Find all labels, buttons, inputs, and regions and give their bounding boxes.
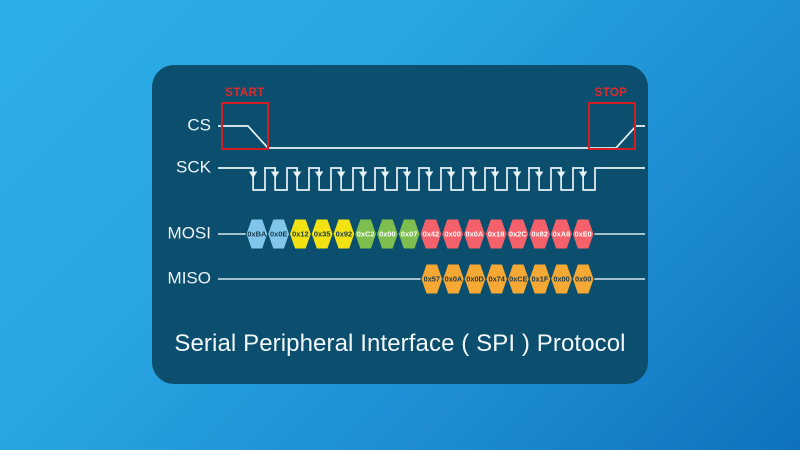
page-title: Serial Peripheral Interface ( SPI ) Prot… — [174, 330, 626, 357]
